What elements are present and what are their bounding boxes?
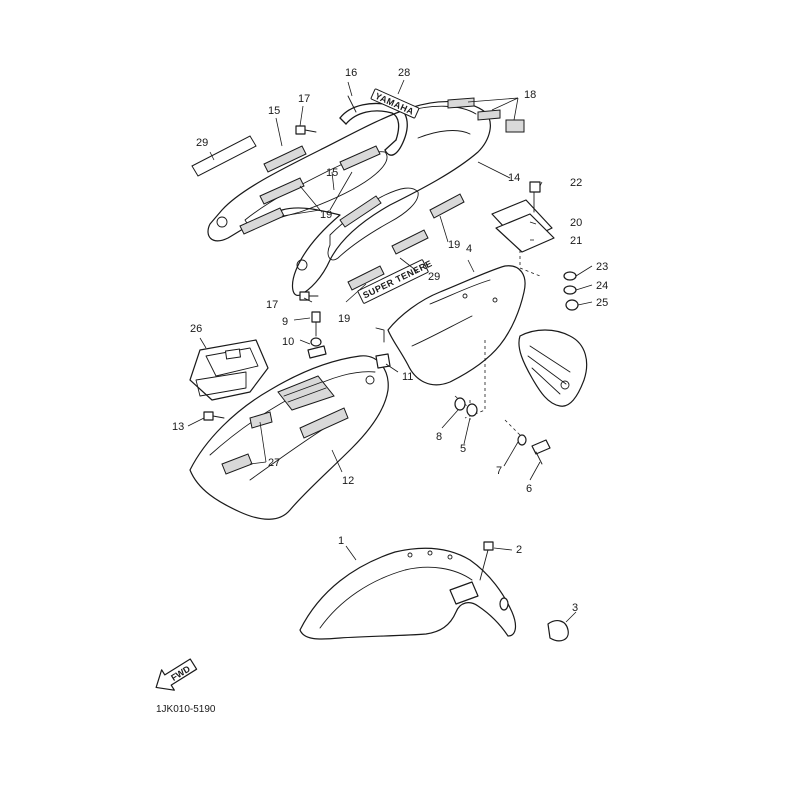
callout-24: 24: [596, 280, 608, 292]
diagram-part-code: 1JK010-5190: [156, 704, 216, 715]
grab-rail: [339, 95, 408, 156]
callout-2: 2: [516, 544, 522, 556]
callout-6: 6: [526, 483, 532, 495]
side-strip-left: [191, 135, 257, 177]
callout-25: 25: [596, 297, 608, 309]
reflectors-18: [447, 97, 525, 133]
callout-17b: 17: [266, 299, 278, 311]
bracket-assembly: [491, 181, 555, 277]
callout-1: 1: [338, 535, 344, 547]
callout-9: 9: [282, 316, 288, 328]
bolt-2: [479, 541, 494, 581]
callout-18: 18: [524, 89, 536, 101]
leader-lines: [187, 79, 593, 623]
callout-28: 28: [398, 67, 410, 79]
callout-16: 16: [345, 67, 357, 79]
callout-11: 11: [402, 371, 413, 383]
callout-21: 21: [570, 235, 582, 247]
callout-23: 23: [596, 261, 608, 273]
callout-19c: 19: [338, 313, 350, 325]
fasteners-5-8: [454, 397, 478, 417]
callout-27: 27: [268, 457, 280, 469]
fastener-3: [499, 597, 569, 642]
clip-11: [375, 327, 391, 369]
callout-13: 13: [172, 421, 184, 433]
callout-14: 14: [508, 172, 520, 184]
callout-29a: 29: [196, 137, 208, 149]
callout-29b: 29: [428, 271, 440, 283]
inner-rear-fender: [387, 265, 526, 386]
callout-8: 8: [436, 431, 442, 443]
callout-10: 10: [282, 336, 294, 348]
fwd-arrow: FWD: [155, 658, 198, 691]
callout-4: 4: [466, 243, 472, 255]
callout-labels: 1 2 3 4 5 6 7 8 9 10 11 12 13 14 15 15 1…: [172, 67, 608, 614]
callout-26: 26: [190, 323, 202, 335]
bolt-13: [203, 411, 225, 421]
callout-19b: 19: [448, 239, 460, 251]
license-plate-holder: [189, 339, 269, 401]
callout-15a: 15: [268, 105, 280, 117]
reflector-strips-15: [263, 145, 382, 228]
callout-20: 20: [570, 217, 582, 229]
reflector-strips-19: [239, 145, 465, 291]
rear-cowl-assembly: [207, 101, 491, 296]
callout-17a: 17: [298, 93, 310, 105]
callout-22: 22: [570, 177, 582, 189]
bolt-6-washer-7: [517, 434, 551, 465]
license-plate-bracket: [518, 329, 588, 407]
callout-15b: 15: [326, 167, 338, 179]
front-fender: [299, 547, 517, 640]
callout-5: 5: [460, 443, 466, 455]
callout-7: 7: [496, 465, 502, 477]
bolt-17-lower: [299, 291, 319, 301]
callout-19a: 19: [320, 209, 332, 221]
fasteners-23-25: [563, 271, 579, 311]
rear-fender: [189, 355, 389, 520]
bolt-9-collar-10: [307, 311, 327, 359]
bolt-17-upper: [295, 125, 317, 135]
callout-12: 12: [342, 475, 354, 487]
callout-3: 3: [572, 602, 578, 614]
